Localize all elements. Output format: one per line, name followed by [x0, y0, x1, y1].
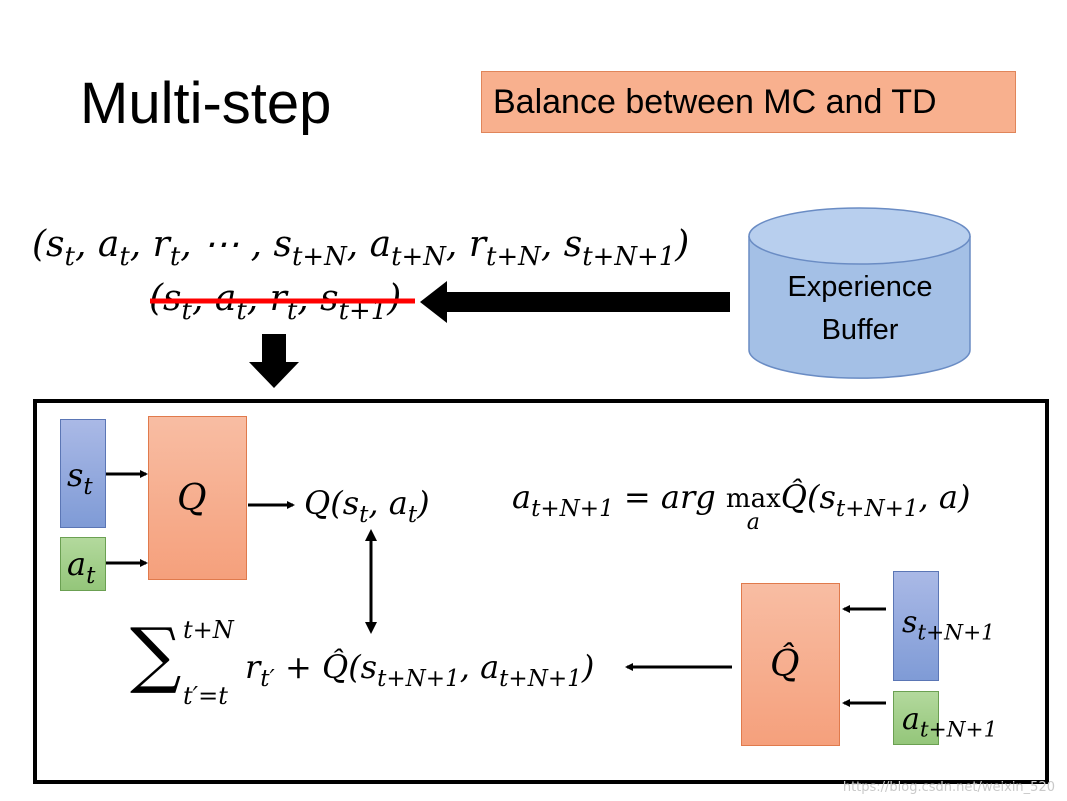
state-box-st: [60, 419, 106, 528]
sum-upper: t+N: [183, 616, 234, 644]
subtitle-box: Balance between MC and TD: [481, 71, 1016, 133]
watermark: https://blog.csdn.net/weixin_520: [842, 780, 1055, 795]
target-expression: rt′ + Q̂(st+N+1, at+N+1): [245, 648, 595, 693]
q-hat-target-box: [741, 583, 840, 746]
action-label-at: at: [67, 545, 96, 590]
arrow-down-to-frame: [249, 334, 299, 388]
page-title: Multi-step: [80, 71, 332, 136]
state-box-stN1: [893, 571, 939, 681]
action-box-atN1: [893, 691, 939, 745]
buffer-label: Experience Buffer: [787, 271, 933, 346]
q-network-box: [148, 416, 247, 580]
sum-symbol: ∑: [130, 612, 182, 696]
q-output: Q(st, at): [304, 484, 430, 529]
action-label-atN1: at+N+1: [902, 702, 998, 743]
sum-lower: t′=t: [183, 682, 228, 710]
arrow-buffer-to-sequence: [420, 281, 730, 323]
q-label: Q: [177, 478, 207, 519]
experience-buffer-cylinder: [748, 207, 971, 379]
arrow-bidirectional: [365, 529, 377, 634]
state-label-stN1: st+N+1: [902, 605, 995, 646]
q-hat-label: Q̂: [770, 644, 800, 685]
sequence-long: (st, at, rt, ⋯ , st+N, at+N, rt+N, st+N+…: [32, 224, 690, 273]
training-frame: [33, 399, 1049, 784]
action-box-at: [60, 537, 106, 591]
state-label-st: st: [67, 456, 93, 501]
